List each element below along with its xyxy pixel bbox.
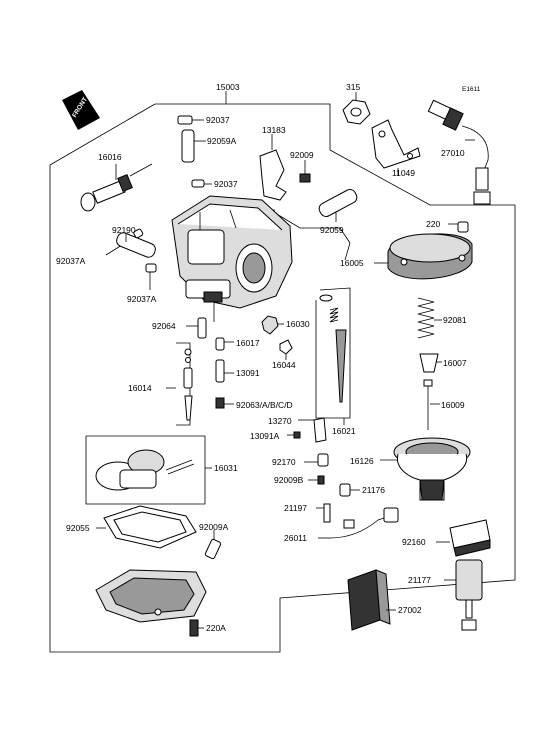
part-screw-92009B	[308, 475, 325, 485]
part-cover-16005	[374, 233, 473, 280]
part-cable-21197	[316, 503, 331, 523]
label-92009B: 92009B	[274, 475, 304, 485]
part-clip-16044	[279, 339, 293, 360]
part-cap-92037-top	[177, 115, 204, 125]
label-16031: 16031	[214, 463, 238, 473]
label-16007: 16007	[443, 358, 467, 368]
label-13183: 13183	[262, 125, 286, 135]
label-92059: 92059	[320, 225, 344, 235]
part-tube-92059A	[181, 129, 206, 163]
part-float-bowl	[95, 569, 207, 623]
part-screw-220-top	[448, 221, 469, 233]
label-92059A: 92059A	[207, 136, 237, 146]
label-16044: 16044	[272, 360, 296, 370]
part-bolt-92170	[304, 453, 329, 467]
label-16021: 16021	[332, 426, 356, 436]
label-21176: 21176	[362, 485, 385, 495]
part-bracket-11049	[371, 119, 421, 176]
part-harness-26011	[318, 507, 399, 539]
label-92037-top: 92037	[206, 115, 230, 125]
part-float-16031	[85, 435, 212, 505]
label-27002: 27002	[398, 605, 422, 615]
part-hose-92059	[318, 189, 358, 222]
part-gasket-92055	[96, 505, 197, 549]
part-spring-92081	[417, 297, 442, 339]
label-16017: 16017	[236, 338, 260, 348]
part-clip-92037-mid	[191, 179, 212, 188]
part-screw-92009	[299, 160, 311, 183]
label-13091: 13091	[236, 368, 260, 378]
front-direction-arrow: FRONT	[62, 90, 100, 130]
part-jet-92063	[215, 397, 234, 409]
part-diaphragm-16126	[380, 437, 471, 501]
label-16030: 16030	[286, 319, 310, 329]
part-sensor-27010	[427, 99, 491, 205]
part-lever-13270	[298, 417, 327, 443]
part-module-21177	[444, 559, 483, 631]
part-clip-92037A-left	[105, 228, 144, 256]
part-screw-220A	[189, 619, 204, 637]
label-92160: 92160	[402, 537, 426, 547]
label-13091A: 13091A	[250, 431, 280, 441]
label-16014: 16014	[128, 383, 152, 393]
label-16126: 16126	[350, 456, 374, 466]
part-link-13183	[259, 134, 287, 201]
label-315: 315	[346, 82, 360, 92]
label-92009A: 92009A	[199, 522, 229, 532]
part-sensor-21176	[339, 483, 360, 497]
label-92081: 92081	[443, 315, 467, 325]
part-holder-16007	[419, 353, 442, 373]
label-92037A-mid: 92037A	[127, 294, 157, 304]
label-92037-mid: 92037	[214, 179, 238, 189]
assembly-boundary	[49, 91, 516, 653]
label-92055: 92055	[66, 523, 90, 533]
part-jet-16017	[215, 337, 234, 351]
part-pilot-screw-16014	[166, 342, 193, 426]
part-relay-27002	[347, 569, 396, 631]
label-92037A-left: 92037A	[56, 256, 86, 266]
part-drain-92009A	[204, 530, 222, 560]
part-float-valve-16030	[261, 315, 284, 335]
label-21197: 21197	[284, 503, 307, 513]
label-13270: 13270	[268, 416, 292, 426]
part-needle-16021	[315, 287, 351, 425]
label-16005: 16005	[340, 258, 364, 268]
part-clip-92037A-mid	[145, 263, 157, 290]
part-nut-315	[342, 92, 371, 125]
diagram-code: E1611	[462, 86, 481, 93]
label-26011: 26011	[284, 533, 307, 543]
part-screw-13091A	[287, 431, 301, 439]
label-92170: 92170	[272, 457, 296, 467]
label-16009: 16009	[441, 400, 465, 410]
part-needle-16009	[423, 379, 440, 430]
part-tube-92190	[116, 232, 156, 258]
label-11049: 11049	[392, 168, 415, 178]
label-16016: 16016	[98, 152, 122, 162]
label-220A: 220A	[206, 623, 226, 633]
label-92190: 92190	[112, 225, 136, 235]
label-15003: 15003	[216, 82, 240, 92]
label-27010: 27010	[441, 148, 465, 158]
label-92063: 92063/A/B/C/D	[236, 400, 293, 410]
label-92009: 92009	[290, 150, 314, 160]
part-cover-92160	[436, 519, 491, 557]
label-21177: 21177	[408, 575, 431, 585]
part-jet-13091	[215, 359, 234, 383]
label-92064: 92064	[152, 321, 176, 331]
part-carburetor-body-15003	[171, 195, 293, 322]
label-220-top: 220	[426, 219, 440, 229]
part-valve-16016	[80, 163, 153, 212]
part-jet-92064	[186, 317, 207, 339]
